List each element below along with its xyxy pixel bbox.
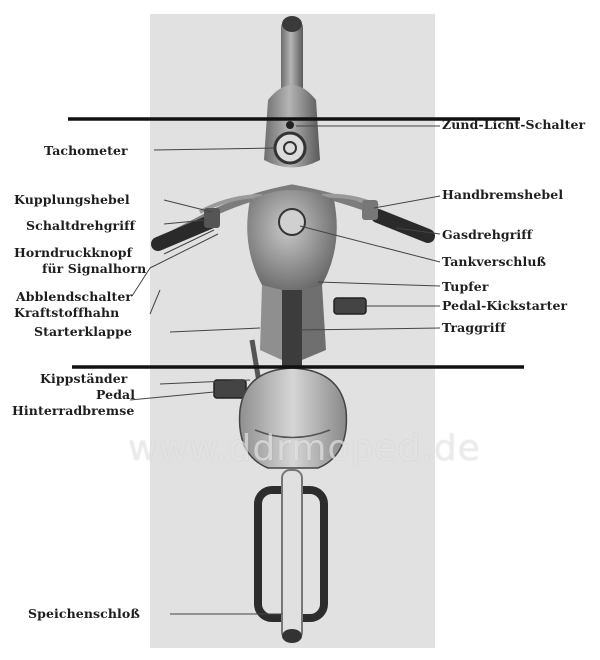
left-pedal: [213, 379, 247, 399]
label-gasdrehgriff: Gasdrehgriff: [442, 227, 533, 242]
label-schaltdrehgriff: Schaltdrehgriff: [26, 218, 136, 233]
pointer-lines: [129, 125, 441, 615]
saddle: [238, 367, 348, 469]
label-fuer-signalhorn: für Signalhorn: [42, 261, 147, 276]
label-hinterradbremse: Hinterradbremse: [12, 403, 135, 418]
rear-tire-tip: [282, 629, 302, 643]
label-starterklappe: Starterklappe: [34, 324, 133, 339]
label-handbremshebel: Handbremshebel: [442, 187, 564, 202]
label-traggriff: Traggriff: [442, 320, 506, 335]
label-zuend-licht-schalter: Zünd-Licht-Schalter: [442, 117, 586, 132]
label-tachometer: Tachometer: [44, 143, 128, 158]
front-fender: [281, 18, 303, 103]
right-switch-block: [362, 200, 378, 220]
engine-right: [302, 285, 326, 360]
rear-fender: [281, 469, 303, 641]
label-pedal-kickstarter: Pedal-Kickstarter: [442, 298, 568, 313]
label-speichenschloss: Speichenschloß: [28, 606, 140, 621]
label-kippstaender: Kippständer: [40, 371, 128, 386]
label-pedal: Pedal: [96, 387, 136, 402]
right-grip: [371, 209, 435, 243]
left-switch-block: [204, 208, 220, 228]
ignition-switch: [286, 121, 294, 129]
label-tankverschluss: Tankverschluß: [442, 254, 547, 269]
watermark: www.ddrmoped.de: [128, 428, 481, 469]
label-kraftstoffhahn: Kraftstoffhahn: [14, 305, 120, 320]
tank-cap: [278, 208, 306, 236]
handlebar: [161, 184, 432, 242]
label-horndruckknopf: Horndruckknopf: [14, 245, 133, 260]
label-kupplungshebel: Kupplungshebel: [14, 192, 130, 207]
kickstarter-pedal: [333, 297, 367, 315]
front-tire-tip: [282, 16, 302, 32]
label-abblendschalter: Abblendschalter: [16, 289, 133, 304]
tachometer-gauge: [273, 131, 307, 165]
label-tupfer: Tupfer: [442, 279, 489, 294]
fuel-tank: [247, 190, 337, 299]
engine-left: [260, 285, 282, 360]
